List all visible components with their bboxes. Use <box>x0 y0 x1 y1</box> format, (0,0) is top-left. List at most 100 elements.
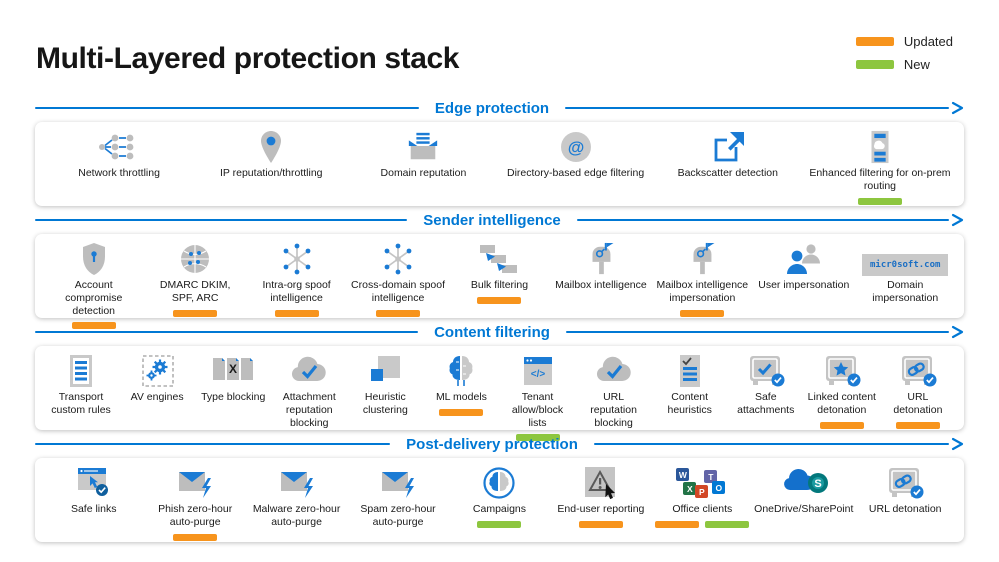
item-label: URL reputation blocking <box>590 391 637 429</box>
item-intra-org-spoof-intelligence: Intra-org spoof intelligence <box>246 242 347 317</box>
warning-cursor-icon <box>582 466 620 500</box>
item-label: Domain impersonation <box>872 279 939 304</box>
item-label: Content heuristics <box>667 391 712 416</box>
code-window-icon: </> <box>520 354 556 388</box>
item-onedrive-sharepoint: S OneDrive/SharePoint <box>753 466 854 521</box>
status-badges <box>173 309 218 317</box>
new-bar <box>515 434 560 442</box>
item-label: Type blocking <box>201 391 266 403</box>
item-label: User impersonation <box>758 279 850 291</box>
new-swatch <box>855 60 894 69</box>
item-label: Malware zero-hour auto-purge <box>252 503 341 528</box>
updated-bar <box>173 309 218 317</box>
mailbox-icon <box>584 242 618 276</box>
network-icon <box>96 130 142 164</box>
post-delivery-protection-card: Safe links Phish zero-hour auto-purge Ma… <box>35 458 964 542</box>
svg-text:X: X <box>229 362 237 376</box>
item-label: Mailbox intelligence <box>555 279 647 291</box>
updated-bar <box>173 533 218 541</box>
arrow-right-icon <box>951 325 964 339</box>
protection-stack: Edge protection Network throttling IP re… <box>0 94 999 542</box>
item-label: Safe links <box>70 503 117 515</box>
status-badges <box>819 421 864 429</box>
post-delivery-protection-title: Post-delivery protection <box>406 435 578 453</box>
header-line-right <box>576 219 950 221</box>
header-line-right <box>565 331 950 333</box>
share-square-icon <box>710 130 746 164</box>
item-campaigns: Campaigns <box>449 466 550 528</box>
office-app-t-icon: T <box>704 470 718 483</box>
item-label: Directory-based edge filtering <box>507 167 645 179</box>
item-safe-attachments: Safe attachments <box>728 354 804 422</box>
item-label: Safe attachments <box>737 391 795 416</box>
vault-star-icon <box>822 354 862 388</box>
item-spam-zero-hour-auto-purge: Spam zero-hour auto-purge <box>347 466 448 534</box>
header-line-left <box>35 331 419 333</box>
item-ml-models: ML models <box>423 354 499 416</box>
updated-bar <box>578 520 623 528</box>
updated-bar <box>477 296 522 304</box>
item-linked-content-detonation: Linked content detonation <box>804 354 880 429</box>
header-line-left <box>35 443 391 445</box>
updated-bar <box>71 322 116 330</box>
legend-updated-label: Updated <box>903 34 953 49</box>
item-content-heuristics: Content heuristics <box>652 354 728 422</box>
cloud-check-icon <box>594 354 634 388</box>
item-url-detonation: URL detonation <box>855 466 956 521</box>
status-badges <box>173 533 218 541</box>
item-label: DMARC DKIM, SPF, ARC <box>159 279 231 304</box>
item-domain-reputation: Domain reputation <box>347 130 499 185</box>
pin-icon <box>254 130 288 164</box>
status-badges <box>376 309 421 317</box>
squares-icon <box>368 354 402 388</box>
globe-icon <box>178 242 212 276</box>
item-label: Attachment reputation blocking <box>282 391 336 429</box>
updated-bar <box>439 408 484 416</box>
status-badges <box>274 309 319 317</box>
mail-zap-icon <box>277 466 317 500</box>
item-directory-based-edge-filtering: @ Directory-based edge filtering <box>500 130 652 185</box>
legend-new-row: New <box>855 57 953 72</box>
item-network-throttling: Network throttling <box>43 130 195 185</box>
updated-bar <box>274 309 319 317</box>
doc-check-icon <box>673 354 707 388</box>
status-badges <box>515 434 560 442</box>
updated-bar <box>680 309 725 317</box>
item-label: Backscatter detection <box>677 167 778 179</box>
vault-check-icon <box>746 354 786 388</box>
item-label: Linked content detonation <box>807 391 876 416</box>
item-type-blocking: X Type blocking <box>195 354 271 409</box>
item-cross-domain-spoof-intelligence: Cross-domain spoof intelligence <box>347 242 448 317</box>
mail-zap-icon <box>175 466 215 500</box>
sender-intelligence-card: Account compromise detection DMARC DKIM,… <box>35 234 964 330</box>
status-badges <box>477 520 522 528</box>
status-badges <box>857 197 902 205</box>
doc-lines-icon <box>64 354 98 388</box>
item-user-impersonation: User impersonation <box>753 242 854 297</box>
item-label: Office clients <box>672 503 733 515</box>
gear-icon <box>139 354 175 388</box>
item-phish-zero-hour-auto-purge: Phish zero-hour auto-purge <box>144 466 245 541</box>
at-circle-icon: @ <box>559 130 593 164</box>
item-label: Bulk filtering <box>470 279 529 291</box>
item-account-compromise-detection: Account compromise detection <box>43 242 144 330</box>
people-icon <box>785 242 823 276</box>
header-line-left <box>35 107 419 109</box>
item-backscatter-detection: Backscatter detection <box>652 130 804 185</box>
office-app-w-icon: W <box>676 468 690 481</box>
item-label: URL detonation <box>893 391 943 416</box>
brain-icon <box>444 354 478 388</box>
status-badges <box>71 322 116 330</box>
legend-new-label: New <box>903 57 930 72</box>
sender-intelligence-header: Sender intelligence <box>35 212 964 229</box>
post-delivery-protection-header: Post-delivery protection <box>35 435 964 453</box>
item-ip-reputation-throttling: IP reputation/throttling <box>195 130 347 185</box>
item-label: ML models <box>435 391 487 403</box>
item-label: Mailbox intelligence impersonation <box>656 279 749 304</box>
server-filter-icon <box>865 130 895 164</box>
updated-bar <box>655 520 700 528</box>
section-post-delivery-protection: Post-delivery protection Safe links Phis… <box>0 436 999 542</box>
new-bar <box>477 520 522 528</box>
content-filtering-title: Content filtering <box>434 323 550 341</box>
